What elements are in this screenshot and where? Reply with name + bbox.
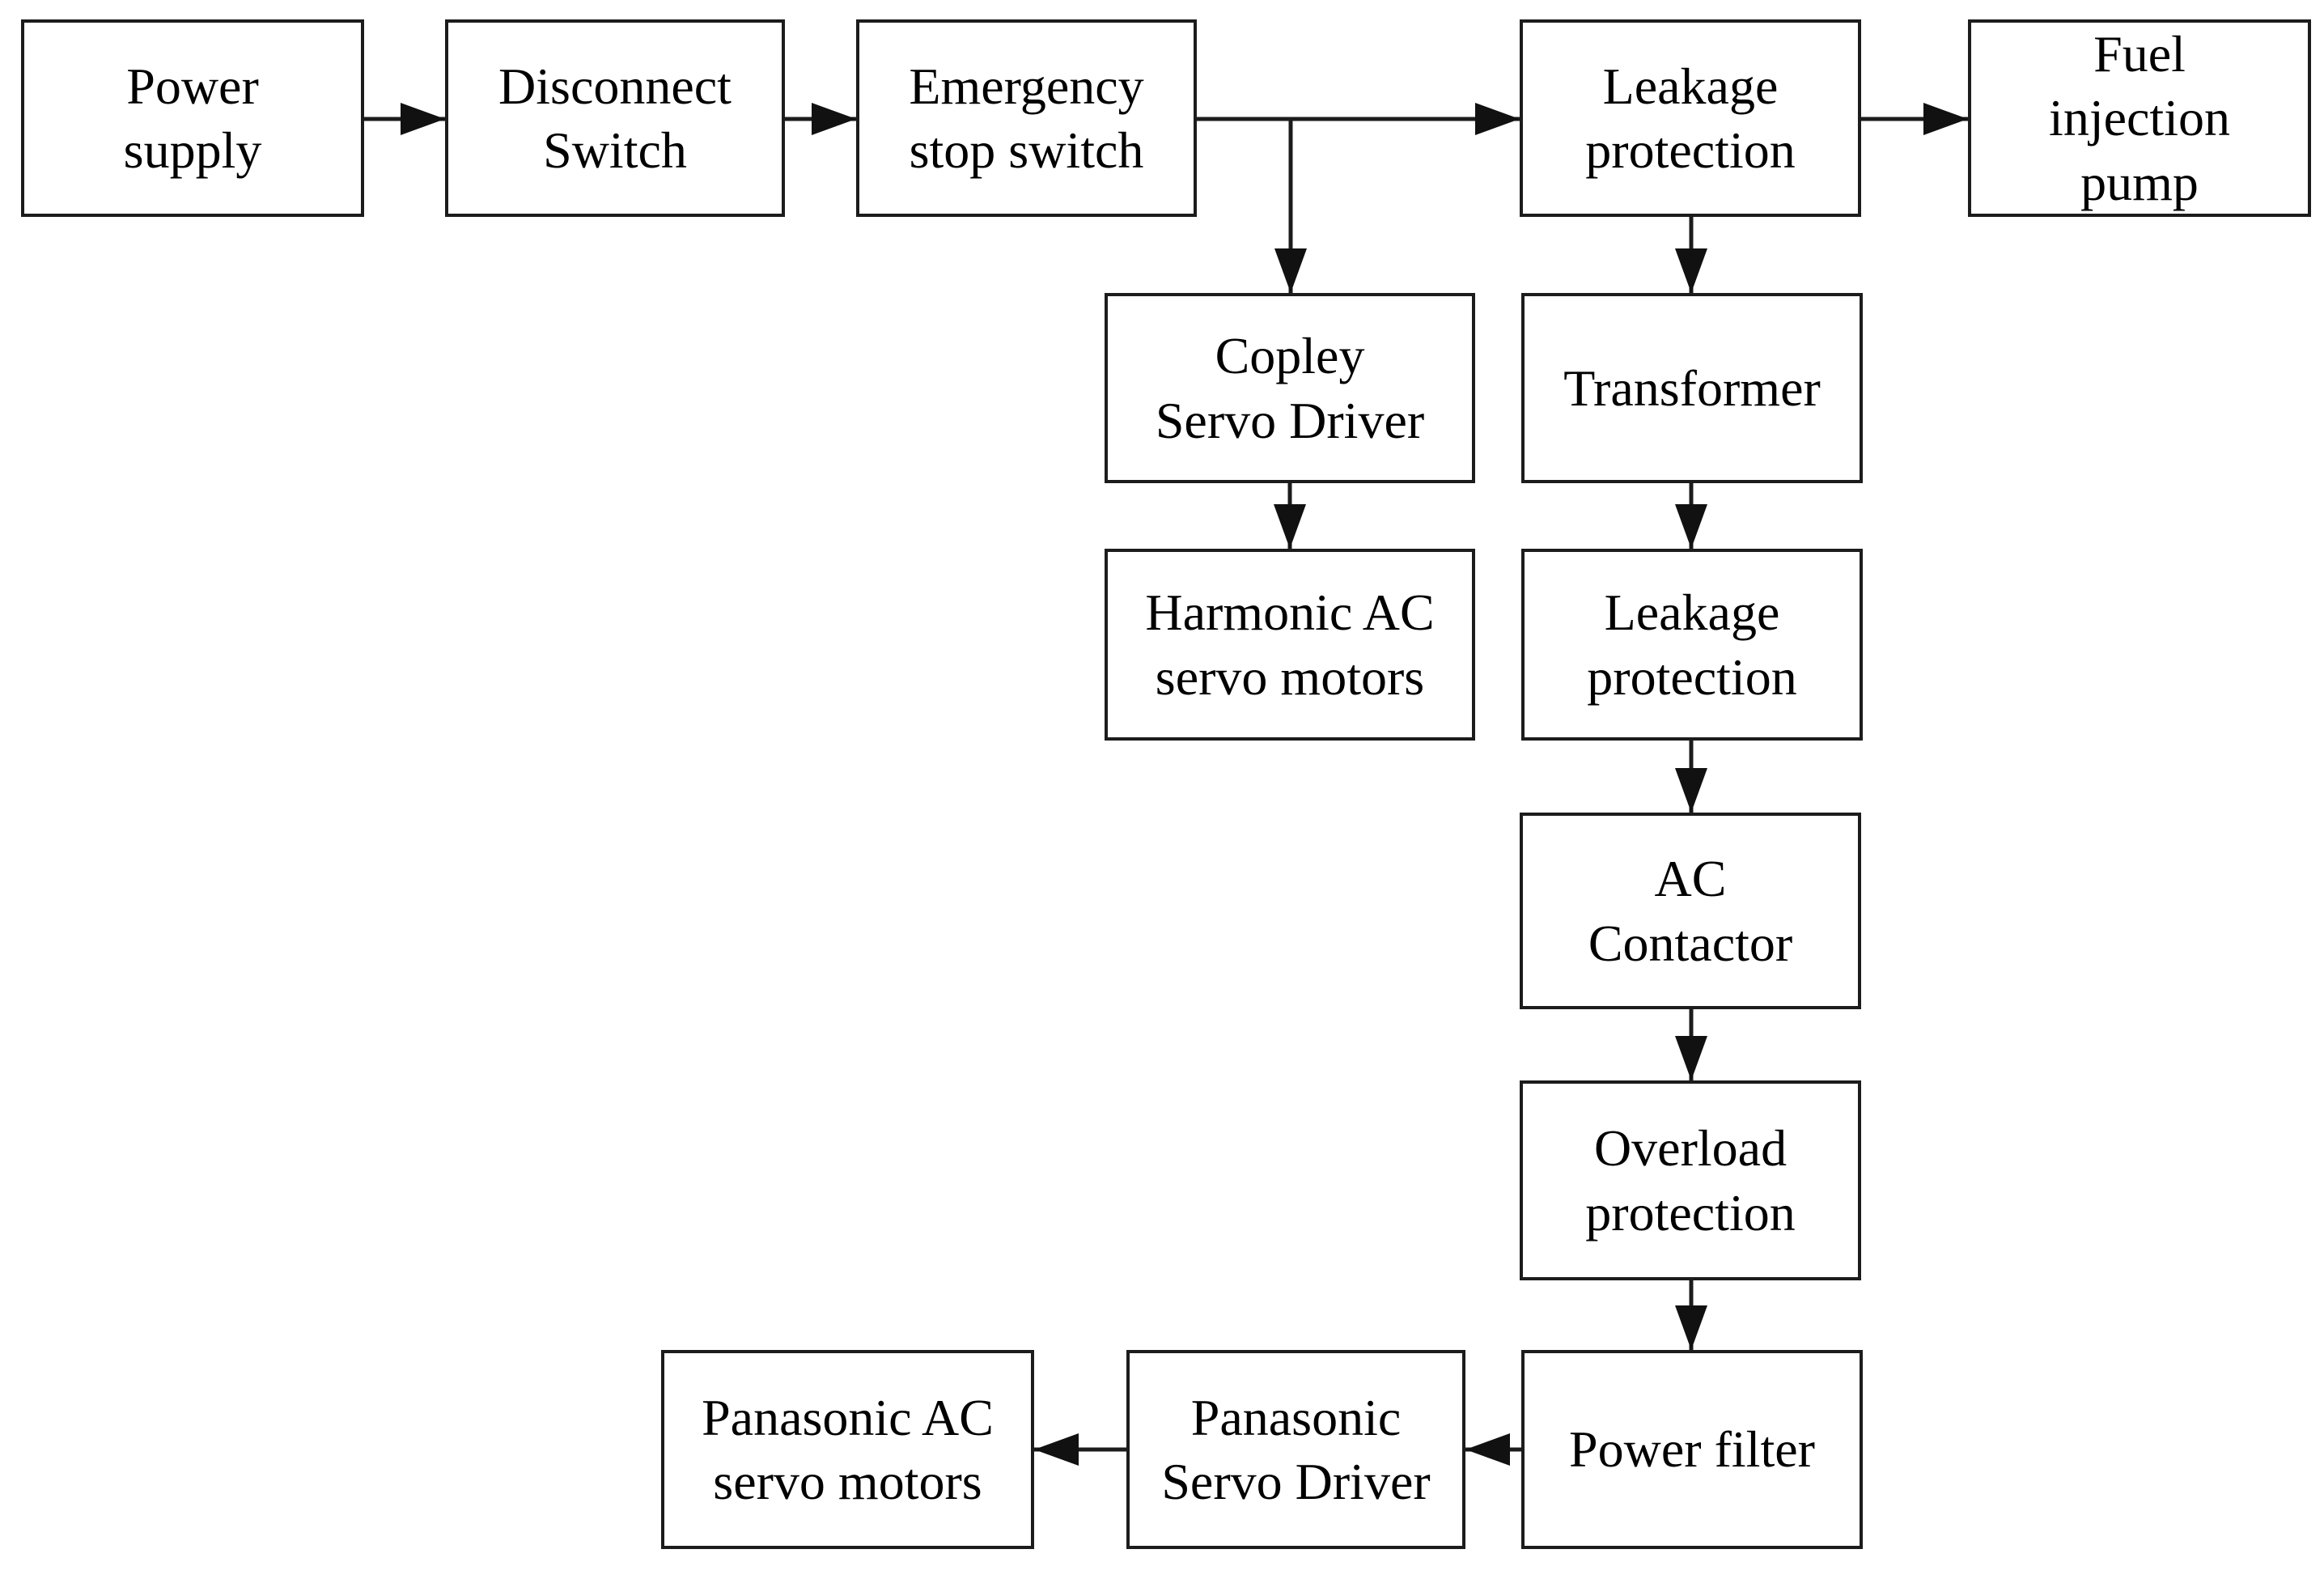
node-leakage-protection-top-label: Leakage protection — [1585, 57, 1796, 179]
node-panasonic-servo-driver: Panasonic Servo Driver — [1126, 1350, 1465, 1549]
node-fuel-injection-pump-label: Fuel injection pump — [2049, 24, 2230, 211]
node-panasonic-ac-servo-motors-label: Panasonic AC servo motors — [702, 1388, 994, 1510]
node-leakage-protection-mid: Leakage protection — [1521, 549, 1863, 741]
node-disconnect-switch: Disconnect Switch — [445, 19, 785, 217]
node-overload-protection-label: Overload protection — [1585, 1119, 1796, 1242]
node-copley-servo-driver: Copley Servo Driver — [1105, 293, 1475, 483]
node-power-filter: Power filter — [1521, 1350, 1863, 1549]
node-harmonic-ac-servo-motors-label: Harmonic AC servo motors — [1145, 584, 1435, 706]
node-transformer: Transformer — [1521, 293, 1863, 483]
node-transformer-label: Transformer — [1563, 359, 1821, 417]
node-copley-servo-driver-label: Copley Servo Driver — [1155, 327, 1425, 449]
node-power-supply-label: Power supply — [123, 57, 262, 179]
node-ac-contactor: AC Contactor — [1520, 813, 1861, 1009]
node-power-filter-label: Power filter — [1569, 1420, 1815, 1479]
node-disconnect-switch-label: Disconnect Switch — [498, 57, 732, 179]
node-leakage-protection-mid-label: Leakage protection — [1587, 584, 1797, 706]
node-harmonic-ac-servo-motors: Harmonic AC servo motors — [1105, 549, 1475, 741]
node-ac-contactor-label: AC Contactor — [1588, 850, 1793, 972]
node-panasonic-ac-servo-motors: Panasonic AC servo motors — [661, 1350, 1034, 1549]
node-emergency-stop-switch: Emergency stop switch — [856, 19, 1197, 217]
node-power-supply: Power supply — [21, 19, 364, 217]
node-overload-protection: Overload protection — [1520, 1080, 1861, 1280]
node-leakage-protection-top: Leakage protection — [1520, 19, 1861, 217]
node-emergency-stop-switch-label: Emergency stop switch — [909, 57, 1144, 179]
node-panasonic-servo-driver-label: Panasonic Servo Driver — [1161, 1388, 1431, 1510]
node-fuel-injection-pump: Fuel injection pump — [1968, 19, 2311, 217]
